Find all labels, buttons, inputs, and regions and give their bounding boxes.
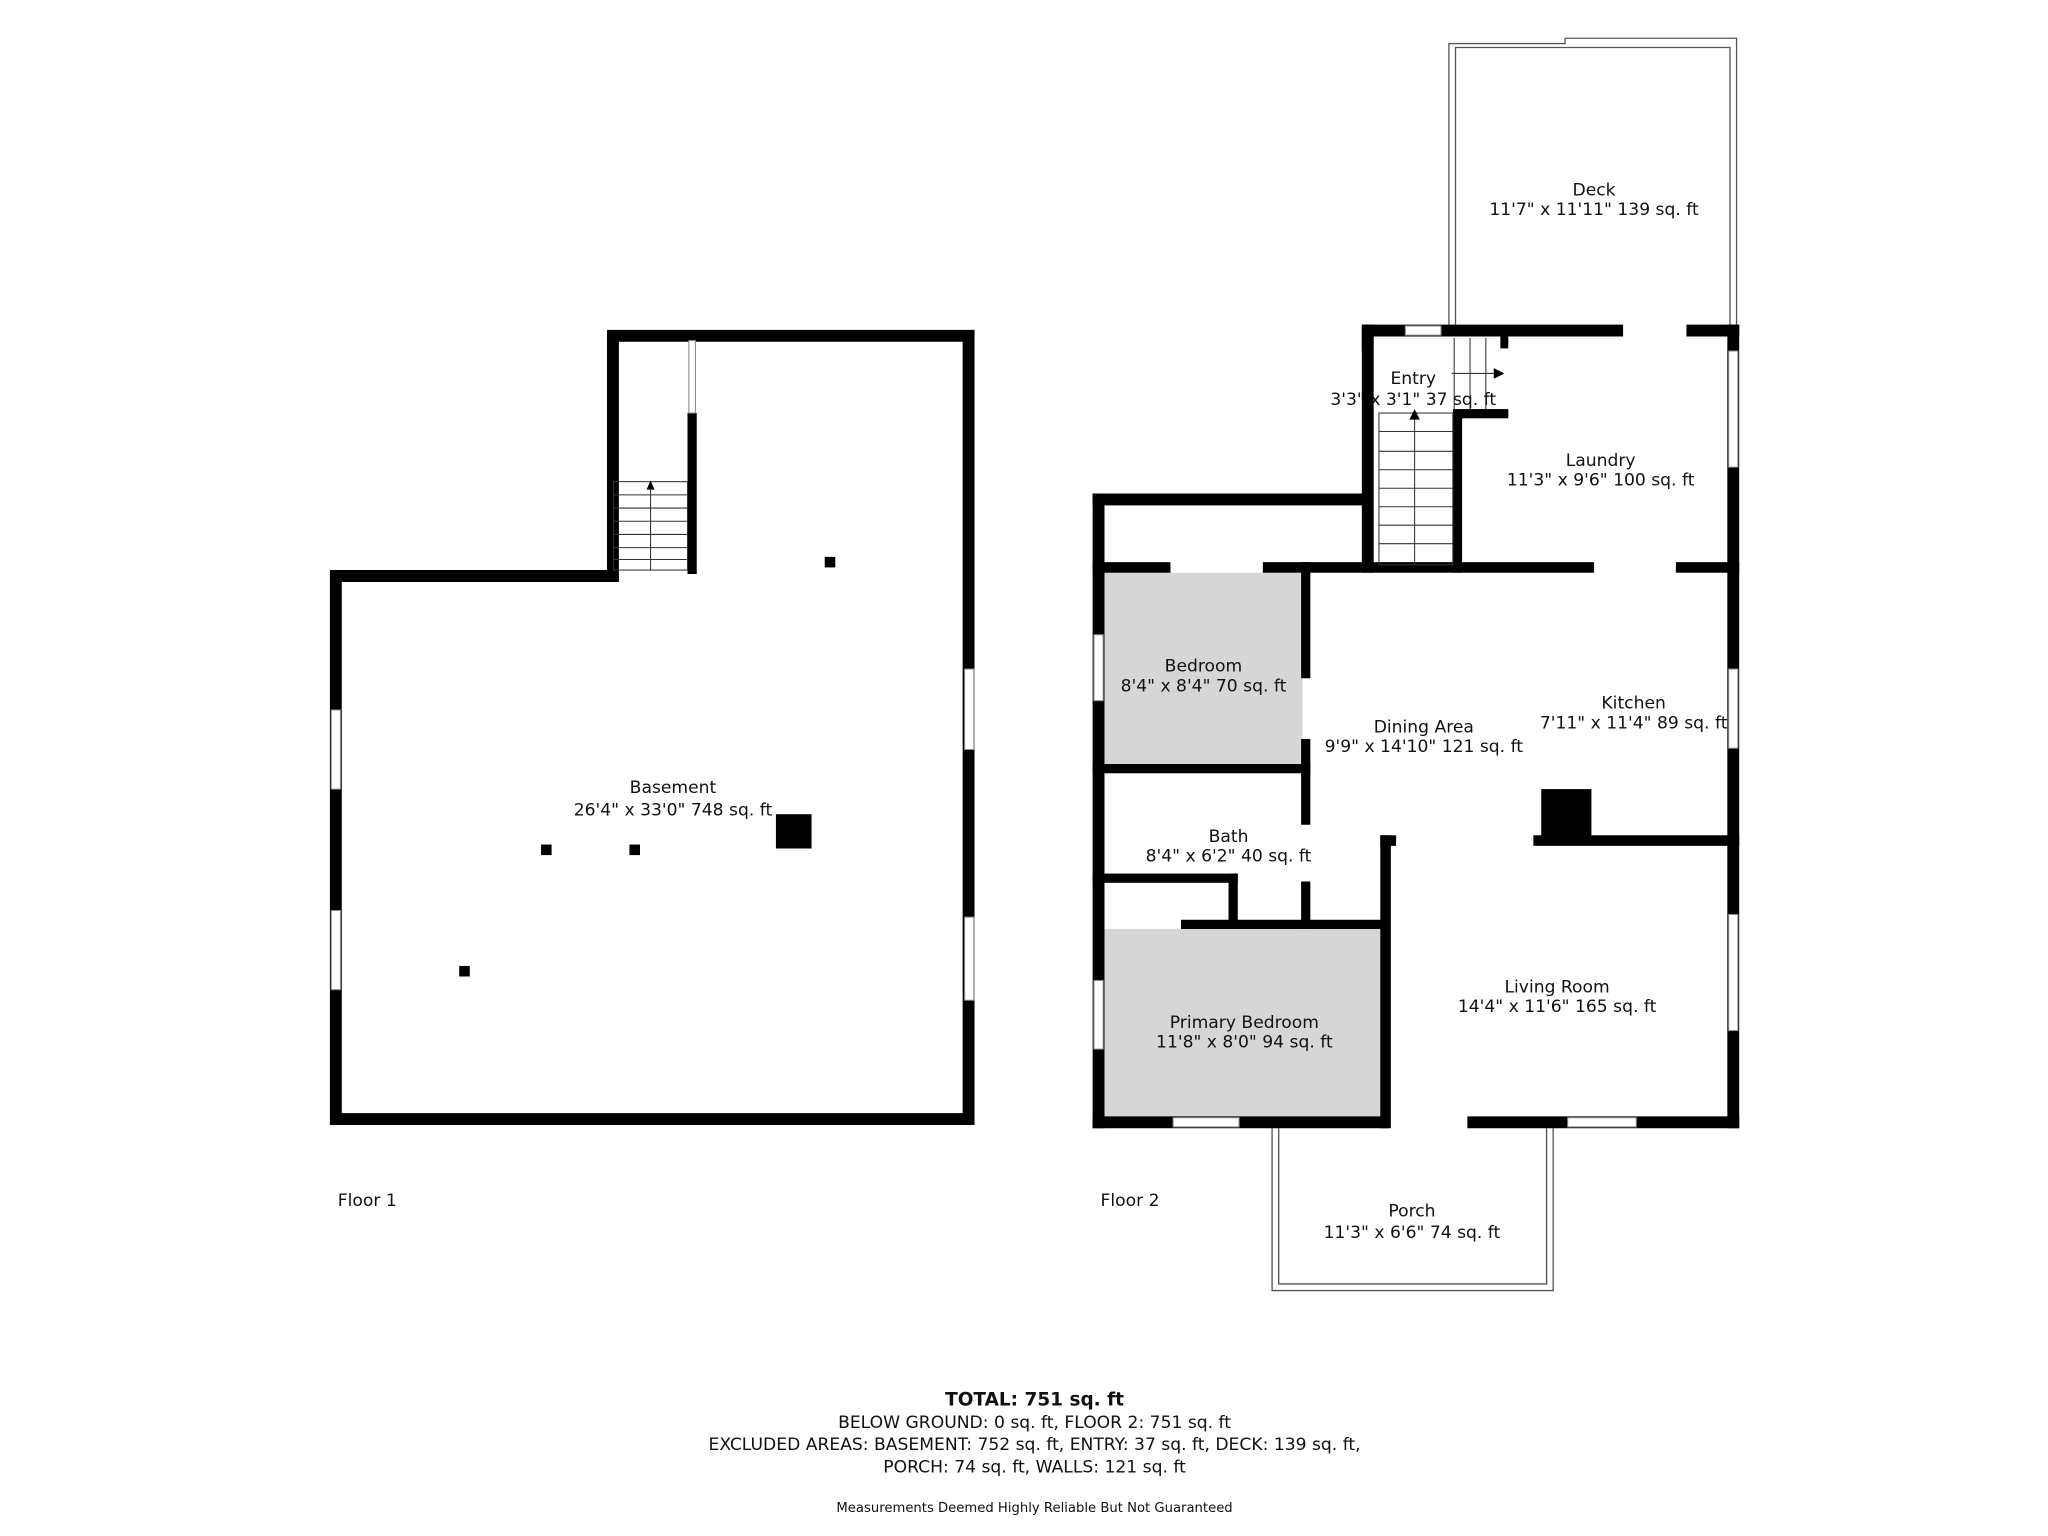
basement-walls (329, 329, 975, 1125)
room-dims-laundry: 11'3" x 9'6" 100 sq. ft (1507, 471, 1695, 491)
deck (1448, 37, 1738, 330)
column (629, 844, 640, 856)
floor-2-plan: Deck 11'7" x 11'11" 139 sq. ft Entry 3'3… (1092, 37, 1740, 1292)
disclaimer: Measurements Deemed Highly Reliable But … (836, 1501, 1232, 1516)
window (1567, 1117, 1637, 1128)
room-name-deck: Deck (1573, 180, 1616, 200)
room-name-basement: Basement (630, 778, 717, 798)
room-dims-primary-bedroom: 11'8" x 8'0" 94 sq. ft (1156, 1033, 1333, 1053)
floor-1-label: Floor 1 (338, 1191, 397, 1211)
room-name-bedroom: Bedroom (1165, 657, 1243, 677)
window (964, 668, 975, 751)
column (459, 965, 470, 977)
window (1728, 913, 1739, 1032)
room-dims-dining-area: 9'9" x 14'10" 121 sq. ft (1325, 737, 1524, 757)
area-summary: TOTAL: 751 sq. ft BELOW GROUND: 0 sq. ft… (709, 1389, 1361, 1516)
room-name-entry: Entry (1390, 369, 1436, 389)
room-name-kitchen: Kitchen (1601, 694, 1665, 714)
room-name-primary-bedroom: Primary Bedroom (1170, 1013, 1319, 1033)
column (824, 556, 836, 568)
room-name-porch: Porch (1388, 1202, 1435, 1222)
window (330, 909, 341, 991)
room-dims-porch: 11'3" x 6'6" 74 sq. ft (1324, 1223, 1501, 1243)
room-dims-entry: 3'3" x 3'1" 37 sq. ft (1330, 390, 1496, 410)
bedroom-floor (1104, 572, 1303, 766)
window (1093, 634, 1104, 702)
chimney (1541, 789, 1592, 842)
stair-wall (687, 413, 697, 575)
floor-2-label: Floor 2 (1101, 1191, 1160, 1211)
room-name-laundry: Laundry (1566, 451, 1636, 471)
window (330, 709, 341, 790)
room-dims-deck: 11'7" x 11'11" 139 sq. ft (1489, 200, 1699, 220)
window (1728, 350, 1739, 468)
column (541, 844, 552, 856)
doorway (688, 339, 696, 414)
summary-line-3: PORCH: 74 sq. ft, WALLS: 121 sq. ft (883, 1458, 1186, 1478)
summary-line-2: EXCLUDED AREAS: BASEMENT: 752 sq. ft, EN… (709, 1435, 1361, 1455)
summary-line-1: BELOW GROUND: 0 sq. ft, FLOOR 2: 751 sq.… (838, 1413, 1231, 1433)
room-dims-kitchen: 7'11" x 11'4" 89 sq. ft (1540, 713, 1728, 733)
room-name-bath: Bath (1209, 827, 1249, 847)
basement-stairs (613, 480, 689, 571)
room-dims-basement: 26'4" x 33'0" 748 sq. ft (574, 801, 773, 821)
window (964, 916, 975, 1001)
porch (1271, 1128, 1554, 1292)
room-dims-bedroom: 8'4" x 8'4" 70 sq. ft (1121, 676, 1287, 696)
room-name-living-room: Living Room (1504, 977, 1609, 997)
room-name-dining-area: Dining Area (1374, 717, 1474, 737)
window (1404, 325, 1442, 336)
floor-1-plan: Basement 26'4" x 33'0" 748 sq. ft Floor … (329, 329, 975, 1211)
chimney (775, 814, 812, 849)
window (1093, 979, 1104, 1050)
room-dims-living-room: 14'4" x 11'6" 165 sq. ft (1458, 997, 1657, 1017)
stairs (1378, 337, 1505, 566)
total-area: TOTAL: 751 sq. ft (945, 1389, 1124, 1410)
window (1172, 1117, 1240, 1128)
window (1728, 668, 1739, 749)
primary-bedroom-floor (1104, 928, 1381, 1118)
room-dims-bath: 8'4" x 6'2" 40 sq. ft (1146, 847, 1312, 867)
